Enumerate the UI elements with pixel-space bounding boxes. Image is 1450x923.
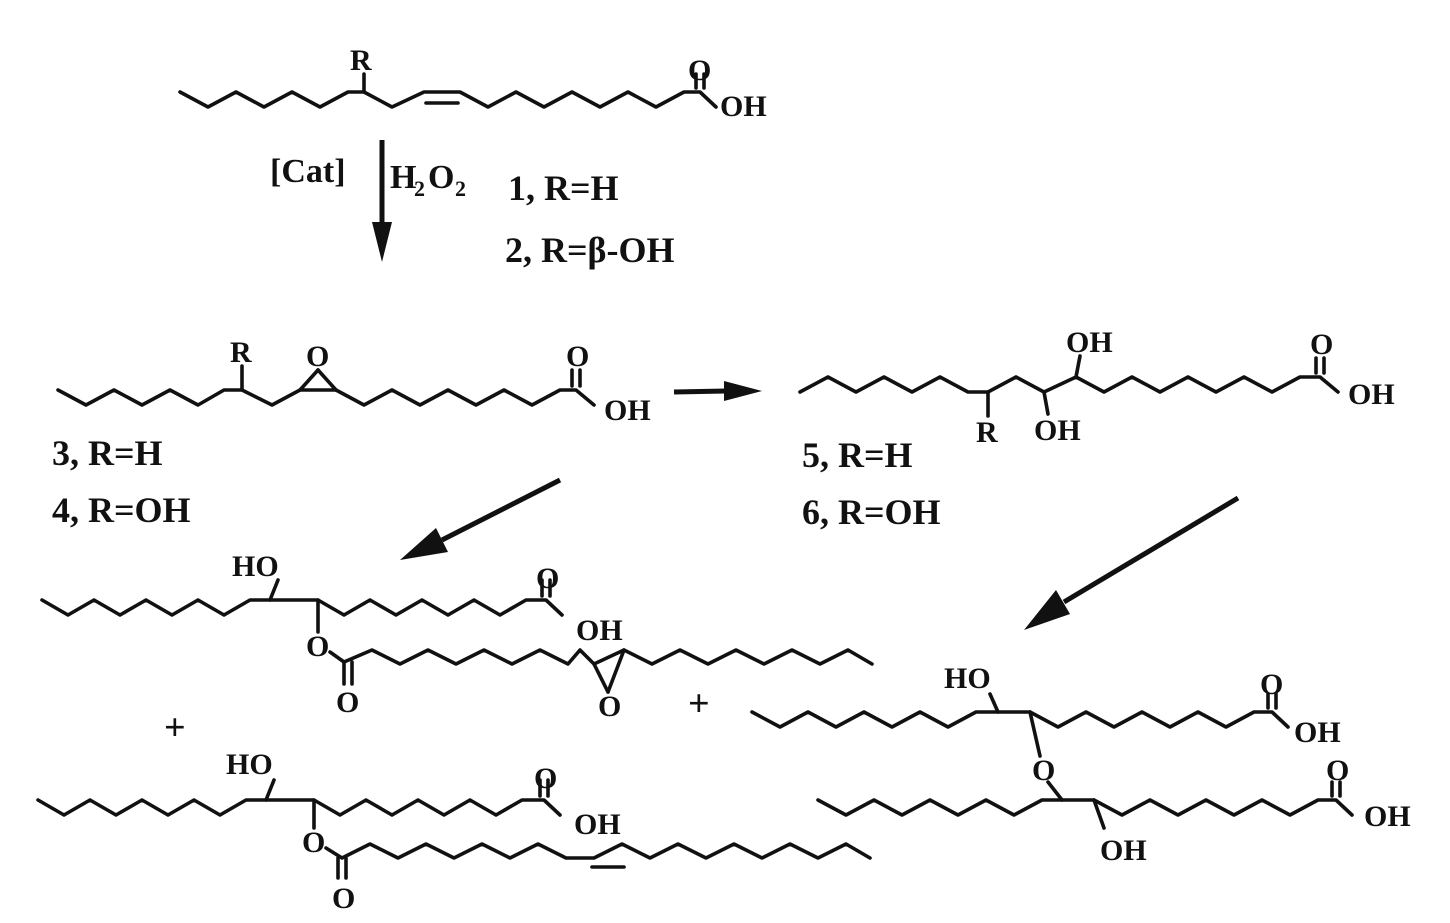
epoxy-ester-ether-oxygen-label: O [306,630,329,663]
compound-2-label: 2, R=β-OH [505,230,674,270]
ether-dimer-lower-acid-hydroxyl-label: OH [1364,800,1411,833]
plus-sign-left: + [164,707,186,749]
epoxide-structure: R O O OH [56,336,651,427]
r-group-label: R [350,44,372,77]
epoxy-ester-acid-hydroxyl-label: OH [576,614,623,647]
starting-material-structure: R O OH [178,44,767,123]
compound-4-label: 4, R=OH [52,490,191,530]
diol-acid-hydroxyl-label: OH [1348,378,1395,411]
compound-3-label: 3, R=H [52,433,163,473]
compound-5-label: 5, R=H [802,435,913,475]
svg-text:O: O [428,159,454,196]
epoxy-ester-product-structure: HO O O OH O O [40,550,874,723]
compound-6-label: 6, R=OH [802,492,941,532]
oleate-ester-carbonyl-label: O [534,762,557,795]
reagent-label: H 2 O 2 [390,159,466,201]
epoxy-ester-carbonyl-label: O [536,562,559,595]
epoxy-ester-ester-carbonyl-label: O [336,686,359,719]
svg-text:2: 2 [414,176,425,201]
oleate-ester-ether-oxygen-label: O [302,826,325,859]
oleate-ester-ester-carbonyl-label: O [332,882,355,915]
ether-dimer-ho-label: HO [944,662,991,695]
epoxide-oxygen-label: O [306,340,329,373]
left-diagonal-arrow [400,477,562,560]
epoxy-ester-epoxide-oxygen-label: O [598,690,621,723]
compound-1-label: 1, R=H [508,168,619,208]
epoxide-carbonyl-label: O [566,340,589,373]
ether-dimer-lower-hydroxyl-label: OH [1100,834,1147,867]
ether-dimer-product-structure: HO O O OH OH O OH [750,662,1411,867]
catalyst-label: [Cat] [270,153,346,190]
epoxidation-arrow [372,140,392,262]
oleate-ester-ho-label: HO [226,748,273,781]
diol-structure: R OH OH O OH [798,326,1395,449]
hydrolysis-arrow [673,381,762,401]
oleate-ester-acid-hydroxyl-label: OH [574,808,621,841]
hydroxyl-label: OH [720,90,767,123]
right-diagonal-arrow [1024,495,1240,630]
diol-upper-hydroxyl-label: OH [1066,326,1113,359]
epoxy-ester-ho-label: HO [232,550,279,583]
ether-dimer-lower-carbonyl-label: O [1326,754,1349,787]
oleate-ester-product-structure: HO O O OH O [36,748,872,915]
ether-dimer-ether-oxygen-label: O [1032,754,1055,787]
plus-sign-middle: + [688,683,710,725]
diol-carbonyl-label: O [1310,328,1333,361]
svg-text:2: 2 [455,176,466,201]
svg-text:H: H [390,159,416,196]
carbonyl-oxygen-label: O [688,54,711,87]
epoxide-r-label: R [230,336,252,369]
ether-dimer-upper-acid-hydroxyl-label: OH [1294,716,1341,749]
diol-r-label: R [976,416,998,449]
ether-dimer-upper-carbonyl-label: O [1260,668,1283,701]
diol-lower-hydroxyl-label: OH [1034,414,1081,447]
epoxide-hydroxyl-label: OH [604,394,651,427]
